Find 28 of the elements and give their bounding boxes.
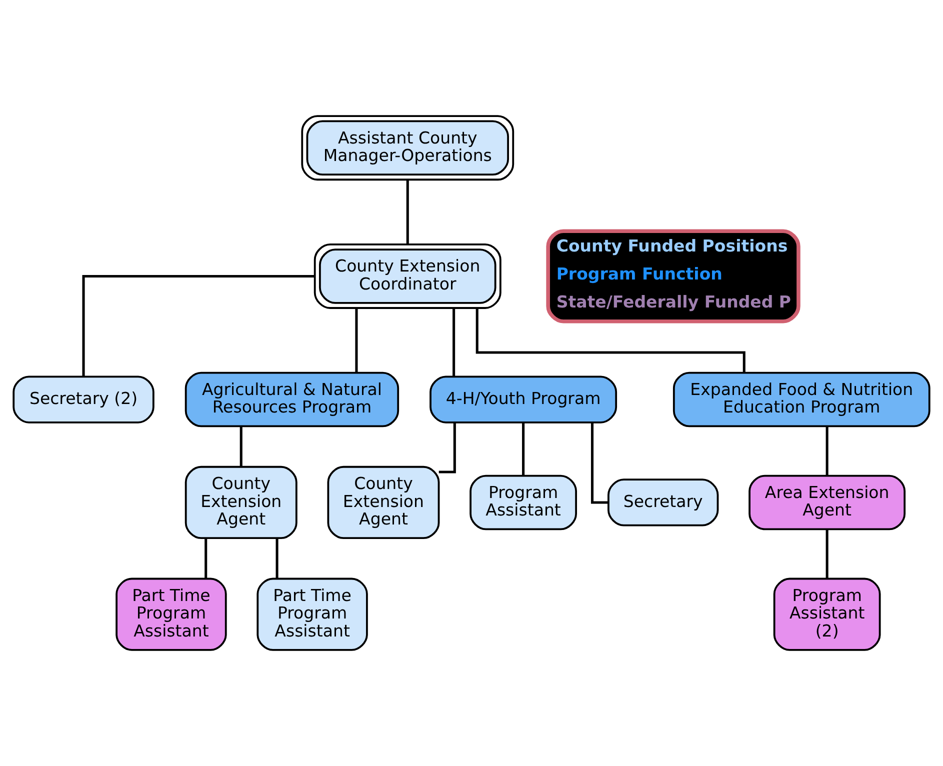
node-box: Secretary (2)	[12, 376, 154, 424]
connector	[82, 274, 315, 376]
connector	[522, 422, 525, 476]
node-box: Secretary	[608, 478, 719, 526]
node-box: Part Time Program Assistant	[116, 578, 227, 651]
node-box: Expanded Food & Nutrition Education Program	[672, 372, 930, 428]
node-box: Program Assistant (2)	[773, 578, 881, 651]
connector	[355, 308, 358, 373]
node-box: County Extension Coordinator	[314, 244, 502, 309]
node-box: Agricultural & Natural Resources Program	[184, 372, 400, 428]
node-box: Program Assistant	[470, 474, 577, 530]
connector	[452, 308, 456, 377]
legend-label: Program Function	[556, 264, 722, 284]
node-box: Area Extension Agent	[748, 474, 906, 530]
connector	[406, 180, 409, 244]
connector	[826, 426, 828, 476]
legend-label: County Funded Positions	[556, 236, 788, 256]
node-box: County Extension Agent	[184, 466, 298, 540]
connector	[240, 426, 242, 467]
node-box: 4-H/Youth Program	[430, 376, 618, 424]
node-box: Part Time Program Assistant	[256, 578, 368, 651]
connector	[826, 530, 828, 579]
node-box: Assistant County Manager-Operations	[301, 115, 514, 181]
node-box: County Extension Agent	[327, 466, 440, 540]
connector	[476, 308, 746, 373]
legend-label: State/Federally Funded P	[556, 292, 792, 312]
connector	[276, 538, 278, 578]
connector	[204, 538, 208, 578]
